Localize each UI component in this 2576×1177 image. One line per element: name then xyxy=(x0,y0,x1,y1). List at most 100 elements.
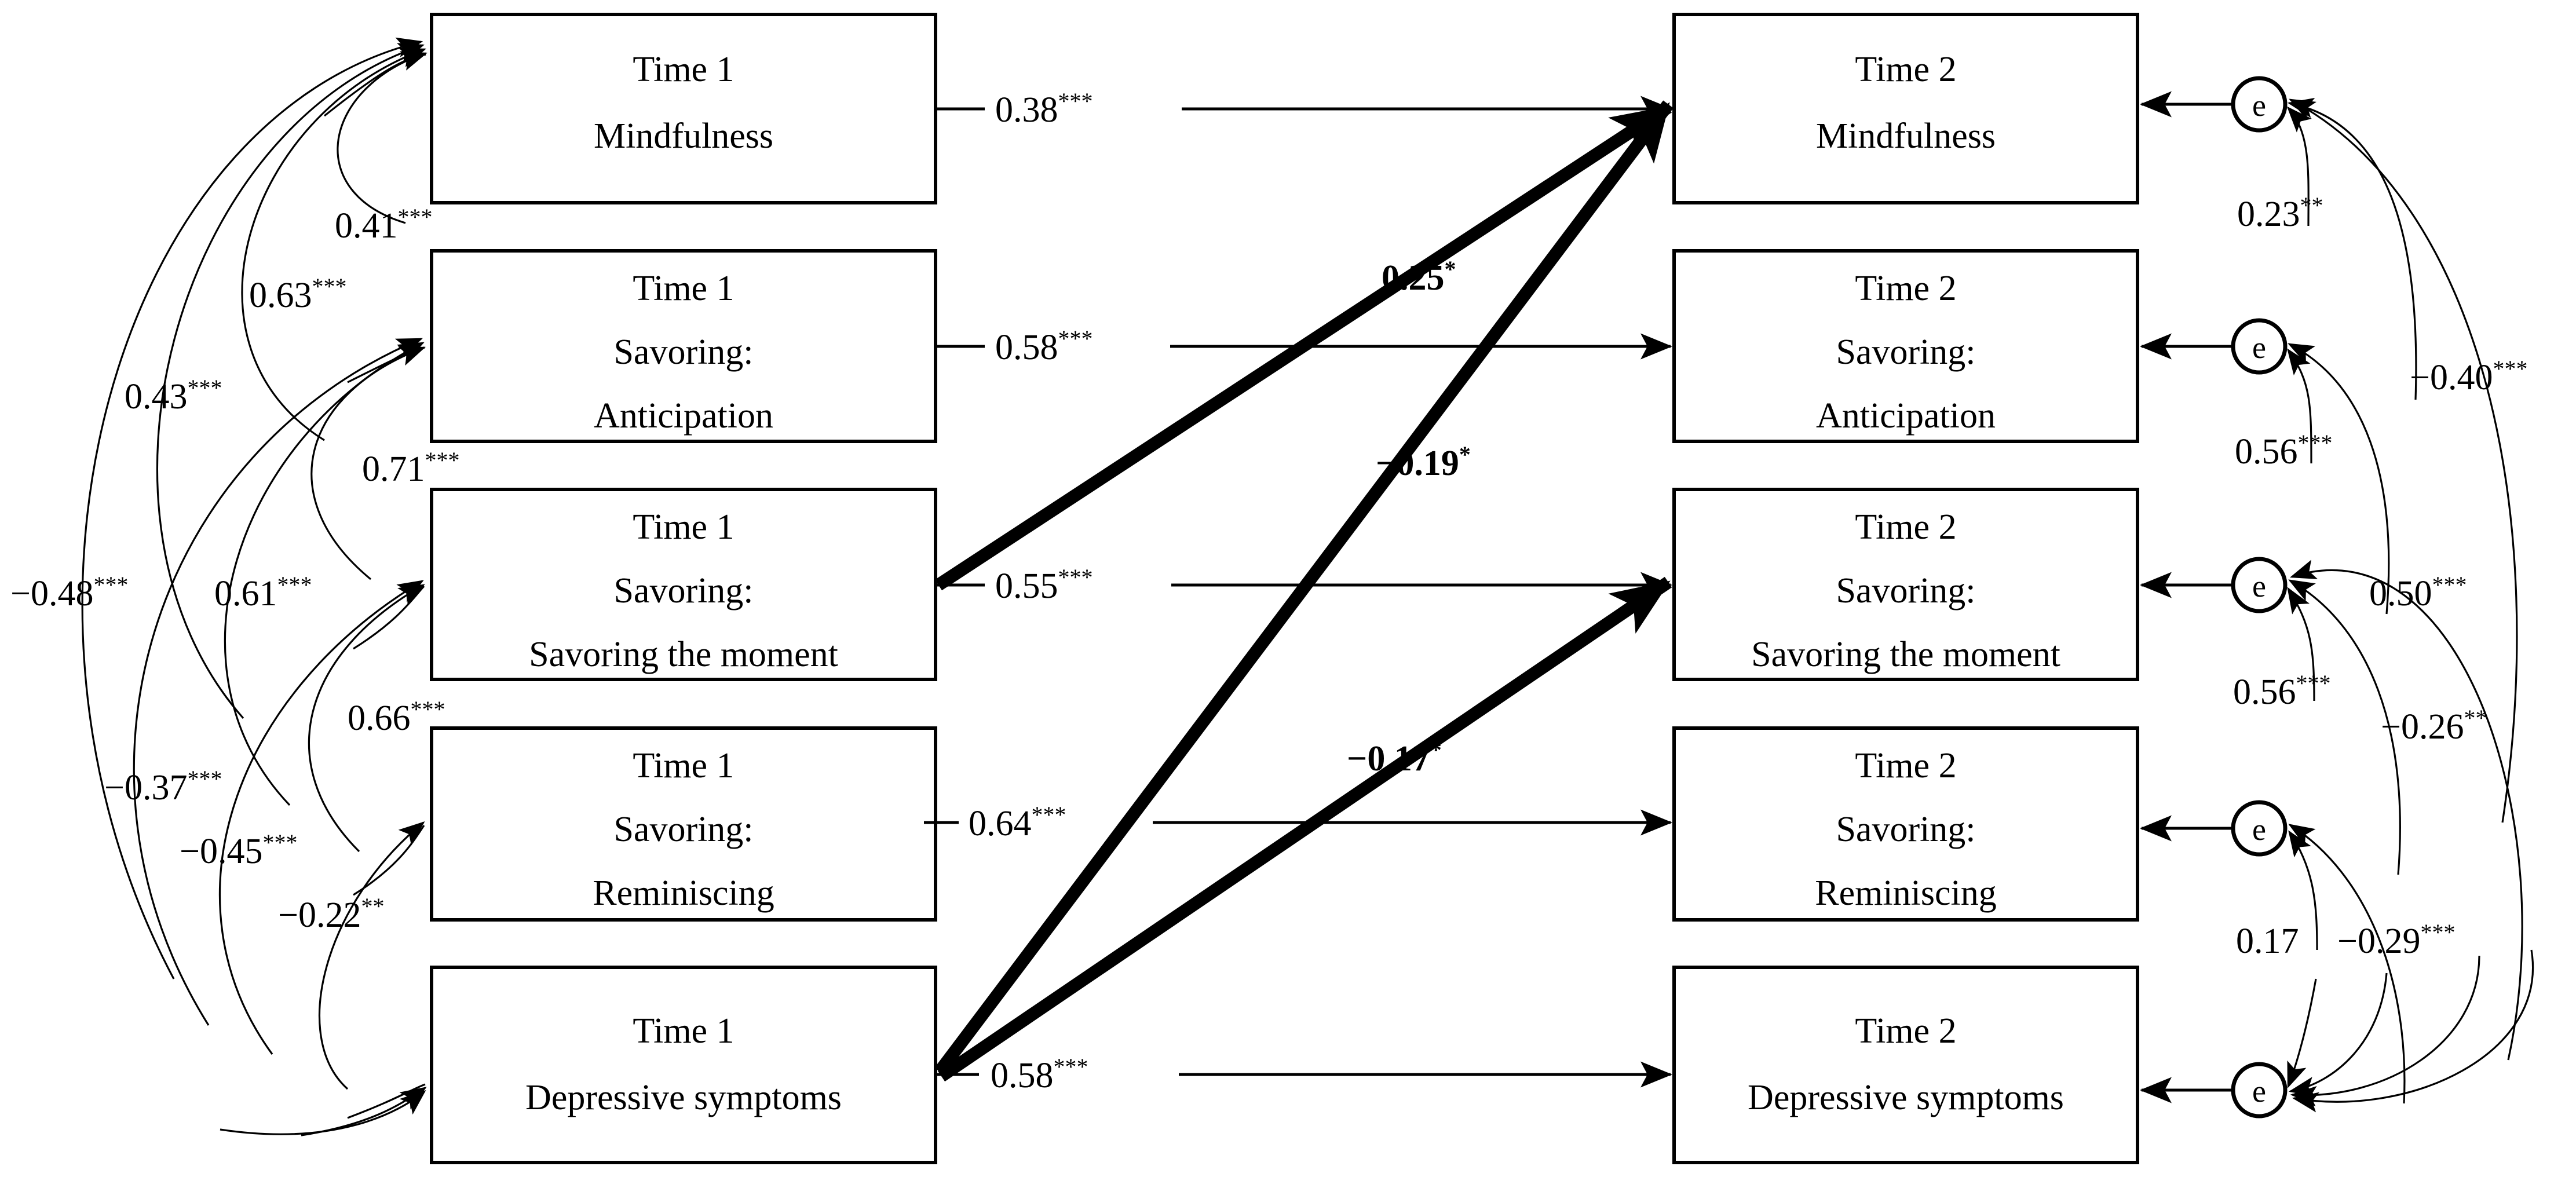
ar-label-mindfulness: 0.38*** xyxy=(995,88,1093,130)
node-t1-savoring-moment[interactable]: Time 1 Savoring: Savoring the moment xyxy=(430,488,937,681)
error-label-anticipation: e xyxy=(2252,330,2266,365)
t1-corr-label-10: −0.22** xyxy=(278,893,384,935)
ecorr-label-7: 0.17 xyxy=(2236,922,2299,961)
t1-corr-label-2: 0.63*** xyxy=(249,273,347,315)
xlag-label-depressive-to-mindfulness: −0.19* xyxy=(1376,441,1471,483)
node-t2-savoring-moment-line1: Time 2 xyxy=(1855,507,1956,547)
node-t1-reminiscing-line3: Reminiscing xyxy=(593,873,774,913)
corr-curve-t1-8 xyxy=(308,584,425,853)
ecorr-label-8: −0.29*** xyxy=(2337,919,2455,961)
ecorr-curve-5 xyxy=(2289,98,2518,823)
ecorr-curve-2 xyxy=(2287,98,2417,400)
node-t2-anticipation-line2: Savoring: xyxy=(1836,332,1975,372)
ecorr-curve-13 xyxy=(2290,955,2480,1107)
corr-curve-t1-7 xyxy=(133,338,423,1026)
node-t1-reminiscing-line2: Savoring: xyxy=(613,810,753,849)
node-t1-anticipation-line2: Savoring: xyxy=(613,332,753,372)
t2-error-correlation-labels: 0.23** −0.40*** 0.56*** 0.50*** 0.56*** … xyxy=(2233,192,2527,961)
corr-curve-t1-2 xyxy=(241,47,427,441)
corr-curve-t1-6 xyxy=(224,342,425,806)
node-t1-anticipation[interactable]: Time 1 Savoring: Anticipation xyxy=(430,249,937,443)
error-term-savoring-moment[interactable]: e xyxy=(2139,557,2288,613)
corr-curve-t1-1 xyxy=(337,51,428,224)
error-term-depressive[interactable]: e xyxy=(2139,1062,2288,1118)
xlag-path-depressive-to-moment[interactable] xyxy=(937,576,1672,1082)
node-t2-anticipation-line1: Time 2 xyxy=(1855,269,1956,308)
node-t2-anticipation-line3: Anticipation xyxy=(1816,396,1996,436)
ecorr-label-2: −0.40*** xyxy=(2410,356,2527,397)
cross-lagged-paths xyxy=(934,100,1674,1082)
corr-feeder-d xyxy=(353,825,425,896)
autoregressive-labels: 0.38*** 0.58*** 0.55*** 0.64*** 0.58*** xyxy=(969,88,1093,1095)
error-term-reminiscing[interactable]: e xyxy=(2139,800,2288,857)
t1-corr-label-4: 0.71*** xyxy=(362,447,460,489)
node-t2-mindfulness[interactable]: Time 2 Mindfulness xyxy=(1672,13,2139,204)
t1-corr-label-3: 0.43*** xyxy=(125,375,222,416)
ecorr-label-1: 0.23** xyxy=(2237,192,2323,234)
node-t2-depressive[interactable]: Time 2 Depressive symptoms xyxy=(1672,966,2139,1164)
corr-curve-t1-3 xyxy=(156,43,425,719)
t1-node-group: Time 1 Mindfulness Time 1 Savoring: Anti… xyxy=(430,13,937,1164)
ecorr-label-3: 0.56*** xyxy=(2235,430,2333,471)
t1-corr-label-5: 0.61*** xyxy=(214,572,312,613)
xlag-path-moment-to-mindfulness[interactable] xyxy=(934,101,1672,591)
xlag-label-moment-to-mindfulness: 0.25* xyxy=(1382,256,1456,298)
t2-error-correlation-curves xyxy=(2286,98,2534,1113)
node-t2-depressive-line2: Depressive symptoms xyxy=(1748,1078,2064,1117)
ar-label-savoring-moment: 0.55*** xyxy=(995,564,1093,606)
xlag-label-depressive-to-moment: −0.17* xyxy=(1347,737,1442,778)
node-t2-reminiscing-line1: Time 2 xyxy=(1855,746,1956,785)
node-t1-depressive[interactable]: Time 1 Depressive symptoms xyxy=(430,966,937,1164)
node-t1-mindfulness-line1: Time 1 xyxy=(633,50,734,89)
node-t2-savoring-moment-line3: Savoring the moment xyxy=(1751,635,2060,674)
ecorr-curve-7 xyxy=(2288,579,2401,875)
node-t1-savoring-moment-line2: Savoring: xyxy=(613,571,753,611)
ar-label-anticipation: 0.58*** xyxy=(995,326,1093,367)
node-t2-savoring-moment[interactable]: Time 2 Savoring: Savoring the moment xyxy=(1672,488,2139,681)
node-t1-savoring-moment-line1: Time 1 xyxy=(633,507,734,547)
node-t2-mindfulness-line1: Time 2 xyxy=(1855,50,1956,89)
t1-correlation-labels: 0.41*** 0.63*** 0.43*** 0.71*** 0.61*** … xyxy=(10,204,460,935)
node-t1-depressive-line1: Time 1 xyxy=(633,1011,734,1051)
t1-corr-label-7: 0.66*** xyxy=(348,696,445,738)
corr-feeder-g xyxy=(220,1090,426,1135)
corr-feeder-a xyxy=(324,53,426,117)
node-t1-mindfulness[interactable]: Time 1 Mindfulness xyxy=(430,13,937,204)
corr-feeder-e xyxy=(347,1083,426,1119)
node-t1-reminiscing[interactable]: Time 1 Savoring: Reminiscing xyxy=(430,726,937,922)
ecorr-label-6: −0.26** xyxy=(2381,705,2487,747)
corr-curve-t1-9 xyxy=(218,580,424,1055)
node-t2-savoring-moment-line2: Savoring: xyxy=(1836,571,1975,611)
node-t2-reminiscing-line2: Savoring: xyxy=(1836,810,1975,849)
error-label-mindfulness: e xyxy=(2252,88,2266,123)
xlag-path-depressive-to-mindfulness[interactable] xyxy=(934,100,1674,1076)
t1-corr-label-6: −0.48*** xyxy=(10,572,128,613)
corr-curve-t1-4 xyxy=(81,37,423,979)
error-label-reminiscing: e xyxy=(2252,812,2266,847)
ecorr-curve-14 xyxy=(2292,949,2534,1113)
error-term-anticipation[interactable]: e xyxy=(2139,318,2288,375)
node-t2-reminiscing-line3: Reminiscing xyxy=(1815,873,1996,913)
t1-correlation-curves xyxy=(81,37,428,1136)
node-t2-depressive-line1: Time 2 xyxy=(1855,1011,1956,1051)
error-label-depressive: e xyxy=(2252,1074,2266,1109)
cross-lagged-labels: 0.25* −0.19* −0.17* xyxy=(1347,256,1471,778)
node-t1-reminiscing-line1: Time 1 xyxy=(633,746,734,785)
ecorr-curve-6 xyxy=(2287,587,2315,701)
ecorr-label-4: 0.50*** xyxy=(2369,572,2467,613)
corr-feeder-b xyxy=(347,346,425,383)
node-t1-depressive-line2: Depressive symptoms xyxy=(525,1078,842,1117)
error-label-savoring-moment: e xyxy=(2252,569,2266,604)
ecorr-label-5: 0.56*** xyxy=(2233,670,2331,712)
node-t2-mindfulness-line2: Mindfulness xyxy=(1816,116,1996,156)
error-term-mindfulness[interactable]: e xyxy=(2139,76,2288,133)
error-terms-group: e e e e e xyxy=(2139,76,2288,1118)
node-t2-anticipation[interactable]: Time 2 Savoring: Anticipation xyxy=(1672,249,2139,443)
ar-label-reminiscing: 0.64*** xyxy=(969,802,1066,843)
autoregressive-paths xyxy=(924,96,1673,1088)
ar-label-depressive: 0.58*** xyxy=(991,1054,1088,1095)
t1-corr-label-9: −0.45*** xyxy=(180,829,297,871)
node-t2-reminiscing[interactable]: Time 2 Savoring: Reminiscing xyxy=(1672,726,2139,922)
ecorr-curve-4 xyxy=(2288,343,2390,615)
